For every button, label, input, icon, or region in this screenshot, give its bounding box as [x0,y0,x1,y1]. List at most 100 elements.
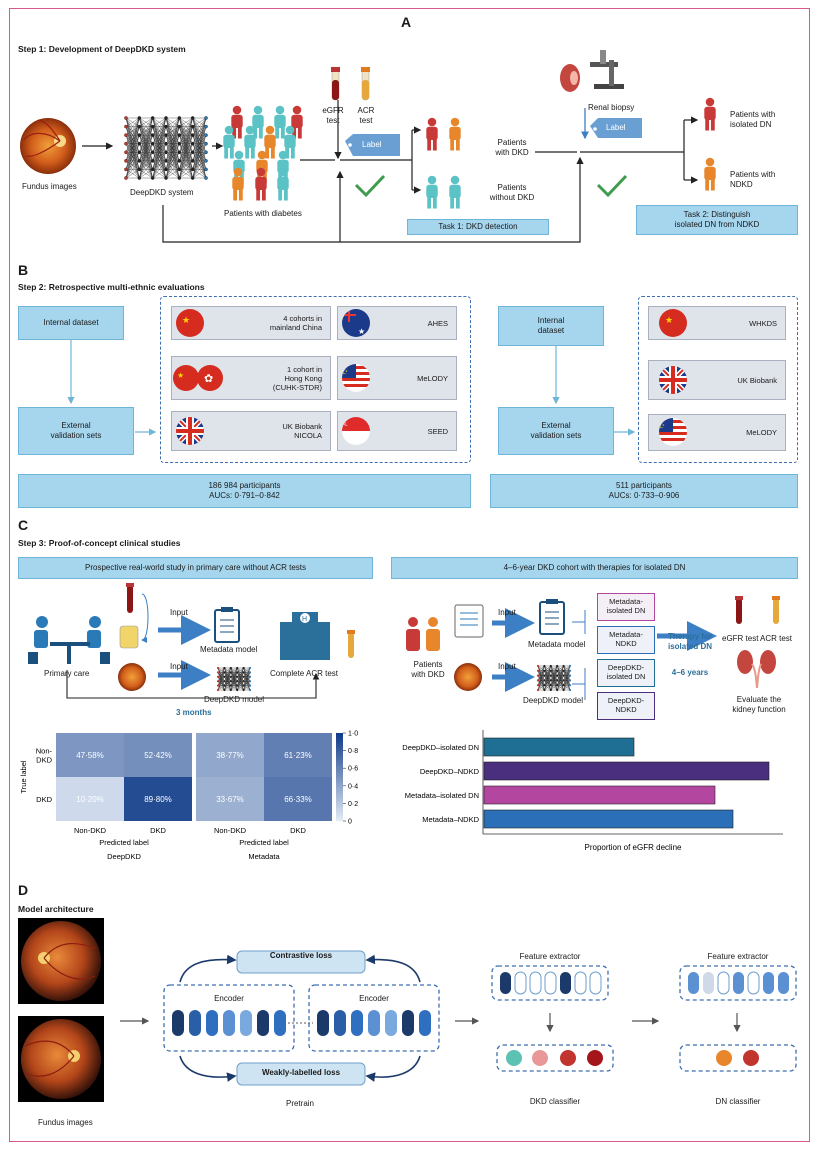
heatmap-cell-label: 10·20% [76,795,104,804]
internal-dataset-box-right: Internal dataset [498,306,604,346]
hong-kong-flag-icon: ✿ [197,365,223,391]
heatmap-cell [56,733,124,777]
singapore-flag-icon: ☾ [342,417,370,445]
svg-text:✿: ✿ [204,373,213,385]
uk-flag-icon-2 [659,366,687,394]
label-tag-text: Label [362,140,382,149]
label-tag-icon-2 [590,118,642,138]
svg-text:★: ★ [665,315,673,325]
clipboard-icon-2 [539,599,565,635]
china-flag-icon: ★ [176,309,204,337]
summary-box-right: 511 participants AUCs: 0·733–0·906 [490,474,798,508]
panel-a-letter: A [401,14,412,30]
isolated-dn-label: Patients with isolated DN [730,110,776,129]
colorbar-tick: 0·8 [348,748,358,755]
cohort-dashed-box-right [638,296,798,463]
fundus-images-label: Fundus images [22,182,77,191]
ndkd-label: Patients with NDKD [730,170,776,189]
heatmap-x-tick: Non-DKD [74,826,107,835]
colorbar-tick: 1·0 [348,731,358,738]
bar-category-label: Metadata–NDKD [422,815,479,824]
dn-classifier-nodes [716,1050,759,1066]
encoder-label-2: Encoder [359,994,389,1003]
check-icon-2 [596,174,628,198]
malaysia-flag-icon: ☪ [341,364,370,392]
heatmap-ylabel: True label [19,760,28,793]
renal-biopsy-label: Renal biopsy [588,103,635,112]
fundus-photo-2 [18,1016,104,1102]
fundus-image-icon [20,118,76,174]
egfr-bar [483,785,716,805]
heatmap-cell [196,777,264,821]
therapy-label: Therapy for isolated DN [667,632,712,651]
right-metadata-model-label: Metadata model [528,640,586,649]
heatmap-x-tick: DKD [290,826,306,835]
patients-crowd-icon [223,105,303,201]
right-input-label-2: Input [498,662,516,671]
heatmap-cell-label: 89·80% [144,795,172,804]
neural-network-icon-c2 [536,664,572,692]
urine-tube-icon-2 [772,596,780,624]
heatmap-x-tick: DKD [150,826,166,835]
panel-d-letter: D [18,882,29,898]
bar-category-label: Metadata–isolated DN [405,791,479,800]
urine-tube-icon [347,630,355,658]
panel-c-left-title: Prospective real-world study in primary … [18,557,373,579]
acr-test-label: ACR test [357,106,375,125]
heatmap-cell-label: 38·77% [216,751,244,760]
panel-d-step-title: Model architecture [18,904,94,914]
panel-b-arrows [67,340,636,436]
heatmap-cell [196,733,264,777]
heatmap-cell [56,777,124,821]
urine-cup-icon [119,625,139,649]
group-deepdkd-ndkd: DeepDKD- NDKD [597,692,655,720]
encoder-label-1: Encoder [214,994,244,1003]
flags-layer: ★ ★ ★ ✿ ☪ ☾ ★ ☪ [173,309,687,446]
panel-a-step-title: Step 1: Development of DeepDKD system [18,44,186,54]
malaysia-flag-icon-2: ☪ [658,418,687,446]
svg-text:☾: ☾ [343,418,351,428]
heatmap-cell-label: 52·42% [144,751,172,760]
primary-care-icon [28,616,110,664]
panel-b-step-title: Step 2: Retrospective multi-ethnic evalu… [18,282,205,292]
neural-network-icon [124,116,208,180]
colorbar [336,733,343,821]
egfr-test-label: eGFR test [322,106,344,125]
china-flag-icon-2: ★ [173,365,199,391]
heatmap-cell [264,777,332,821]
contrastive-loss-label: Contrastive loss [269,951,333,960]
medical-report-icon [454,604,484,638]
heatmap-y-tick: Non- [36,747,53,756]
heatmap-title: DeepDKD [107,852,141,861]
right-input-label-1: Input [498,608,516,617]
bar-xlabel: Proportion of eGFR decline [585,843,682,852]
neural-network-icon-c1 [216,666,252,692]
patients-diabetes-label: Patients with diabetes [224,209,302,218]
summary-box-left: 186 984 participants AUCs: 0·791–0·842 [18,474,471,508]
egfr-bar [483,809,734,829]
egfr-test-label-c: eGFR test [722,634,759,643]
heatmap-title: Metadata [248,852,280,861]
panel-d-graphics [18,918,797,1102]
fundus-icon-c2 [454,663,482,691]
blood-tube-icon [126,583,134,613]
colorbar-tick: 0·2 [348,801,358,808]
figure-frame [9,8,810,1142]
svg-text:☪: ☪ [341,367,348,376]
panel-c-step-title: Step 3: Proof-of-concept clinical studie… [18,538,181,548]
china-flag-icon-3: ★ [659,309,687,337]
cohort-dashed-box-left [160,296,471,463]
with-dkd-label: Patients with DKD [495,138,529,157]
svg-text:H: H [302,616,307,623]
svg-text:★: ★ [358,327,365,336]
heatmap-x-tick: Non-DKD [214,826,247,835]
kidney-icon [560,64,580,92]
panel-c-letter: C [18,517,29,533]
svg-text:☪: ☪ [658,421,665,430]
egfr-bar [483,737,635,757]
egfr-bar [483,761,770,781]
check-icon [354,174,386,198]
fundus-icon-c1 [118,663,146,691]
